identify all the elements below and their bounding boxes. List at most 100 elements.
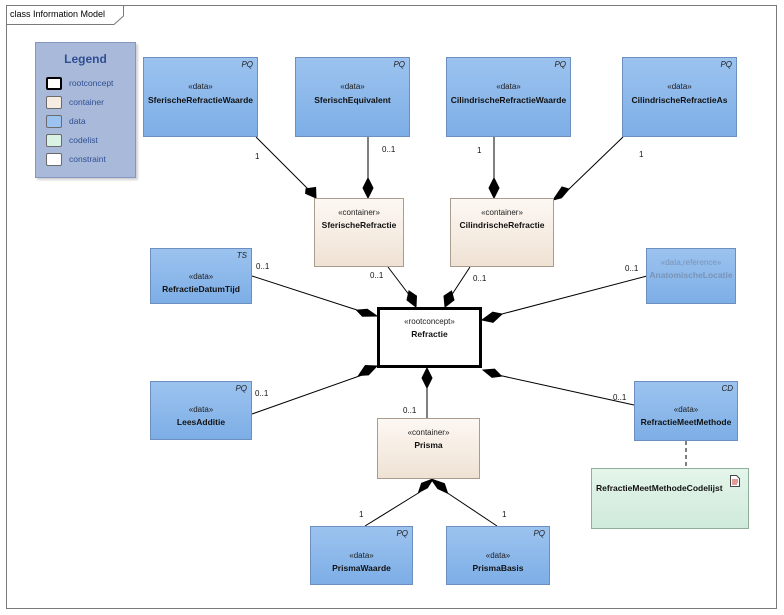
edge-refractie-datum-tijd <box>251 275 358 311</box>
diamond-cilindrische-refractie <box>443 290 455 308</box>
legend-label: data <box>69 116 86 126</box>
node-stereotype: «rootconcept» <box>404 317 455 326</box>
node-name: PrismaBasis <box>472 563 524 573</box>
node-type: CD <box>721 384 733 393</box>
node-type: PQ <box>533 529 545 538</box>
edge-cilindrische-refractie <box>450 266 471 297</box>
node-sferisch-equivalent[interactable]: PQ «data» SferischEquivalent <box>295 57 410 137</box>
node-stereotype: «data,reference» <box>660 258 722 267</box>
node-stereotype: «container» <box>481 208 523 217</box>
document-icon <box>730 475 740 487</box>
edge-prisma-waarde <box>364 491 421 527</box>
node-type: TS <box>236 251 247 260</box>
node-name: CilindrischeRefractieWaarde <box>450 95 567 105</box>
node-name: SferischEquivalent <box>314 95 391 105</box>
node-type: PQ <box>393 60 405 69</box>
node-stereotype: «data» <box>188 82 213 91</box>
edge-sferische-refractie <box>387 266 411 297</box>
diamond-cilindrische-refractie-waarde <box>488 176 500 200</box>
node-refractie-meet-methode[interactable]: CD «data» RefractieMeetMethode <box>634 381 738 441</box>
node-name: RefractieMeetMethode <box>640 417 732 427</box>
node-stereotype: «container» <box>407 428 450 437</box>
multiplicity-label: 0..1 <box>625 264 639 273</box>
diamond-sferische-refractie <box>406 290 418 308</box>
node-name: CilindrischeRefractieAs <box>631 95 728 105</box>
diagram-frame-tab <box>6 5 124 25</box>
diagram-title: class Information Model <box>10 9 106 19</box>
multiplicity-label: 0..1 <box>370 271 384 280</box>
multiplicity-label: 0..1 <box>403 406 417 415</box>
node-type: PQ <box>396 529 408 538</box>
legend-swatch-rootconcept <box>46 77 62 90</box>
diamond-sferische-refractie-waarde <box>305 186 317 199</box>
multiplicity-label: 0..1 <box>256 262 270 271</box>
node-name: SferischeRefractieWaarde <box>147 95 254 105</box>
node-stereotype: «data» <box>673 405 699 414</box>
legend-label: constraint <box>69 154 106 164</box>
node-sferische-refractie[interactable]: «container» SferischeRefractie <box>314 198 404 267</box>
node-stereotype: «data» <box>349 551 374 560</box>
node-type: PQ <box>235 384 247 393</box>
node-cilindrische-refractie[interactable]: «container» CilindrischeRefractie <box>450 198 554 267</box>
node-type: PQ <box>720 60 732 69</box>
legend-title: Legend <box>64 52 107 66</box>
node-type: PQ <box>554 60 566 69</box>
node-refractie-meet-methode-codelijst[interactable]: RefractieMeetMethodeCodelijst <box>591 468 749 529</box>
diamond-refractie-meet-methode <box>481 368 503 378</box>
legend-swatch-constraint <box>46 153 62 166</box>
multiplicity-label: 1 <box>477 146 482 155</box>
edge-prisma-basis <box>445 491 498 527</box>
multiplicity-label: 0..1 <box>613 393 627 402</box>
node-stereotype: «data» <box>188 272 214 281</box>
diamond-prisma-basis <box>429 478 449 495</box>
multiplicity-label: 1 <box>639 150 644 159</box>
legend-swatch-data <box>46 115 62 128</box>
diamond-prisma <box>421 366 433 390</box>
diamond-sferisch-equivalent <box>362 176 374 200</box>
node-name: PrismaWaarde <box>332 563 391 573</box>
node-stereotype: «data» <box>496 82 521 91</box>
edge-refractie-meet-methode <box>497 374 635 406</box>
diamond-prisma-waarde <box>417 478 435 494</box>
multiplicity-label: 0..1 <box>255 389 269 398</box>
edge-lees-additie <box>251 373 366 415</box>
edge-sferische-refractie-waarde <box>255 136 310 191</box>
node-cilindrische-refractie-as[interactable]: PQ «data» CilindrischeRefractieAs <box>622 57 737 137</box>
node-cilindrische-refractie-waarde[interactable]: PQ «data» CilindrischeRefractieWaarde <box>446 57 571 137</box>
edge-cilindrische-refractie-as <box>567 136 624 191</box>
node-prisma[interactable]: «container» Prisma <box>377 418 480 479</box>
legend-label: container <box>69 97 104 107</box>
node-stereotype: «data» <box>667 82 692 91</box>
node-refractie[interactable]: «rootconcept» Refractie <box>377 307 482 368</box>
multiplicity-label: 1 <box>255 152 260 161</box>
legend-label: rootconcept <box>69 78 114 88</box>
node-stereotype: «data» <box>485 551 511 560</box>
multiplicity-label: 1 <box>502 510 507 519</box>
diamond-anatomische-locatie <box>480 311 504 323</box>
node-prisma-waarde[interactable]: PQ «data» PrismaWaarde <box>310 526 413 585</box>
diamond-refractie-datum-tijd <box>355 308 379 317</box>
diamond-cilindrische-refractie-as <box>551 186 570 201</box>
node-stereotype: «data» <box>188 405 214 414</box>
node-lees-additie[interactable]: PQ «data» LeesAdditie <box>150 381 252 440</box>
node-name: LeesAdditie <box>176 417 226 427</box>
node-name: Prisma <box>414 440 443 450</box>
multiplicity-label: 0..1 <box>382 145 396 154</box>
node-sferische-refractie-waarde[interactable]: PQ «data» SferischeRefractieWaarde <box>143 57 258 137</box>
node-prisma-basis[interactable]: PQ «data» PrismaBasis <box>446 526 550 585</box>
node-stereotype: «data» <box>340 82 365 91</box>
legend-label: codelist <box>69 135 98 145</box>
legend-swatch-codelist <box>46 134 62 147</box>
legend: Legend rootconcept container data codeli… <box>35 42 136 178</box>
node-name: RefractieDatumTijd <box>162 284 240 294</box>
node-refractie-datum-tijd[interactable]: TS «data» RefractieDatumTijd <box>150 248 252 304</box>
node-name: Refractie <box>411 329 448 339</box>
node-stereotype: «container» <box>338 208 380 217</box>
node-anatomische-locatie[interactable]: «data,reference» AnatomischeLocatie <box>646 248 736 304</box>
node-name: RefractieMeetMethodeCodelijst <box>596 483 723 493</box>
node-name: SferischeRefractie <box>321 220 397 230</box>
diamond-lees-additie <box>357 364 379 376</box>
node-name: CilindrischeRefractie <box>459 220 545 230</box>
multiplicity-label: 0..1 <box>473 274 487 283</box>
